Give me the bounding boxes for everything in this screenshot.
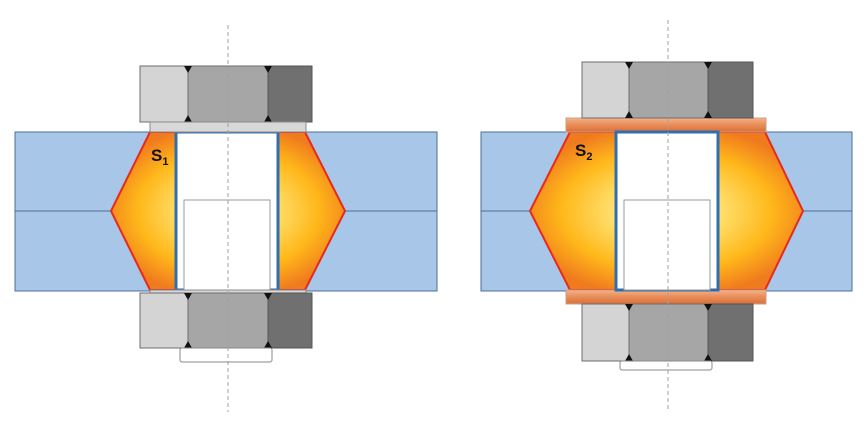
right-zone-label-sub: 2: [586, 151, 592, 163]
right-bolt-tip: [619, 360, 713, 371]
left-zone-label-main: S: [151, 146, 162, 165]
left-bolt-thread: [183, 199, 271, 291]
right-top-washer: [565, 117, 767, 133]
right-zone-label: S2: [575, 141, 592, 163]
left-top-nut: [139, 65, 313, 133]
right-bottom-washer: [565, 289, 767, 305]
right-zone-label-main: S: [575, 141, 586, 160]
right-bolt-thread: [623, 199, 711, 291]
left-joint: S1: [14, 25, 438, 412]
left-zone-label: S1: [151, 146, 168, 168]
right-bottom-nut: [581, 303, 754, 371]
left-zone-label-sub: 1: [162, 156, 168, 168]
left-bolt-tip: [179, 347, 273, 363]
left-bottom-nut: [139, 289, 313, 363]
right-joint: S2: [480, 20, 853, 412]
